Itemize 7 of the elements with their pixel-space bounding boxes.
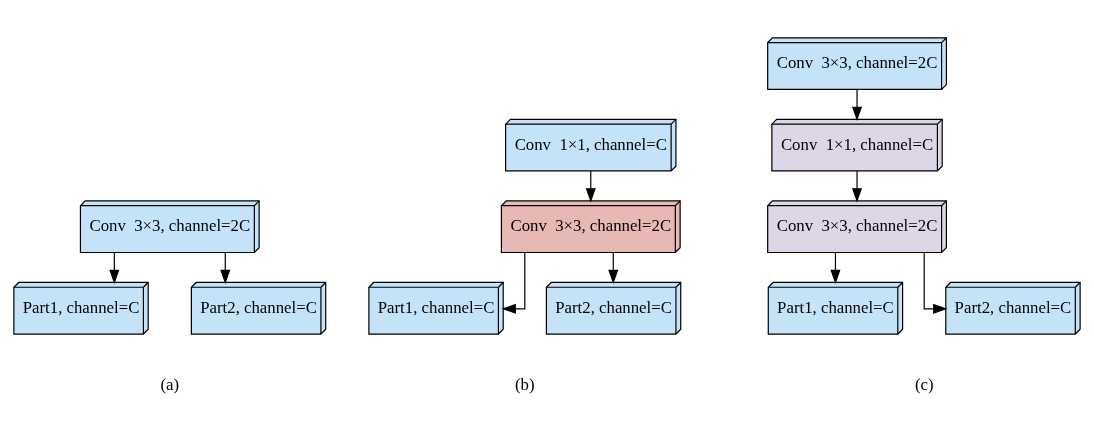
arrow xyxy=(501,251,526,314)
label: (c) xyxy=(914,374,934,394)
arrow xyxy=(852,88,863,121)
arrow xyxy=(852,169,863,203)
label: (b) xyxy=(515,374,535,394)
arrow xyxy=(923,251,948,314)
label: (a) xyxy=(160,374,180,394)
